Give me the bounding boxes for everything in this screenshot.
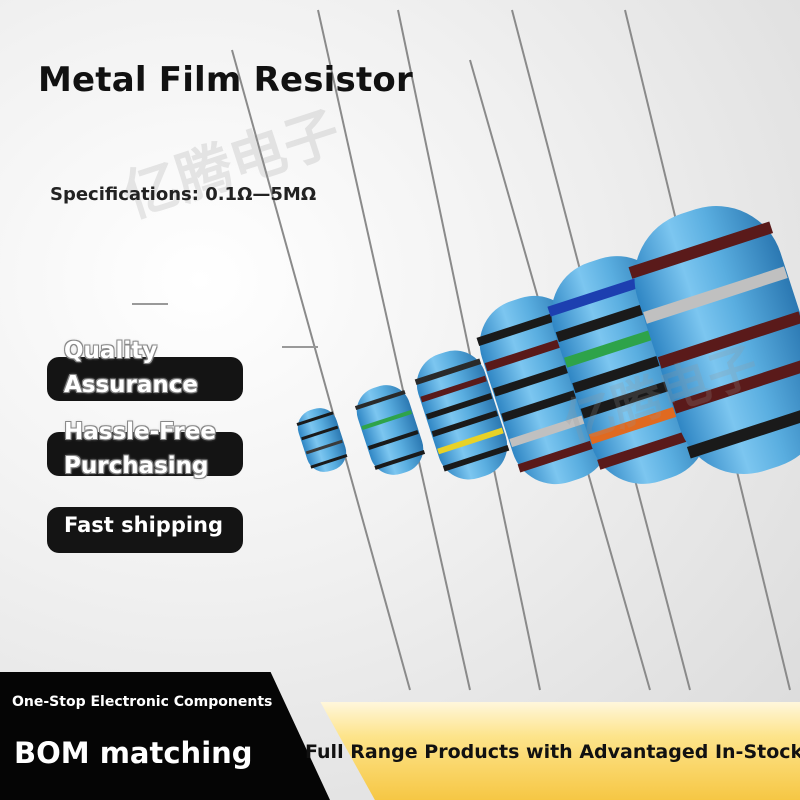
page-title: Metal Film Resistor [38, 60, 413, 100]
resistor-body [416, 350, 508, 480]
resistor-lead [397, 9, 541, 691]
feature-label-quality: Quality Assurance [64, 338, 199, 398]
footer-headline: BOM matching [14, 736, 253, 770]
resistor-body-group [414, 350, 510, 480]
footer-banner [0, 672, 800, 800]
footer-gold-panel [320, 702, 800, 800]
resistor-color-band [354, 390, 406, 411]
resistor-color-band [420, 375, 487, 403]
resistor-color-band [484, 332, 581, 372]
decorative-dash [132, 303, 168, 305]
resistor-color-band [437, 427, 504, 455]
resistor-color-band [672, 356, 800, 414]
resistor-color-band [425, 393, 493, 420]
resistor-body-group [628, 205, 800, 475]
resistor-body-group [354, 385, 426, 475]
resistor-color-band [442, 444, 510, 472]
feature-label-hassle-free: Hassle-Free Purchasing [64, 419, 216, 479]
resistor-color-band [414, 358, 482, 386]
resistor-color-band [686, 401, 800, 459]
resistor-lead [317, 9, 471, 691]
resistor-color-band [310, 454, 348, 469]
resistor-body [297, 408, 347, 472]
feature-label-fast-shipping: Fast shipping [64, 513, 224, 537]
resistor-body [356, 385, 424, 475]
resistor-color-band [476, 307, 573, 346]
feature-badge-hassle-free [47, 432, 243, 476]
resistor-lead [231, 49, 411, 691]
footer-dark-panel [0, 672, 330, 800]
resistor-color-band [501, 383, 598, 422]
resistor-color-band [628, 221, 774, 279]
resistor-color-band [301, 425, 339, 441]
resistor-color-band [374, 449, 426, 470]
feature-badge-quality [47, 357, 243, 401]
resistor-color-band [492, 358, 589, 397]
footer-subtitle: One-Stop Electronic Components [12, 694, 273, 710]
feature-badge-fast-shipping [47, 507, 243, 553]
resistor-color-band [657, 311, 800, 369]
resistor-color-band [367, 430, 419, 450]
resistor-body-group [296, 408, 348, 472]
resistor-color-band [361, 410, 413, 430]
resistor-color-band [296, 411, 334, 426]
resistor-color-band [431, 410, 499, 437]
resistor-color-band [547, 270, 663, 317]
footer-tagline: Full Range Products with Advantaged In-S… [305, 741, 800, 763]
resistor-color-band [643, 266, 788, 324]
resistor-color-band [305, 439, 343, 455]
decorative-dash [282, 346, 318, 348]
specifications-text: Specifications: 0.1Ω—5MΩ [50, 184, 317, 205]
resistor-color-band [517, 434, 614, 473]
resistor-color-band [509, 408, 606, 448]
